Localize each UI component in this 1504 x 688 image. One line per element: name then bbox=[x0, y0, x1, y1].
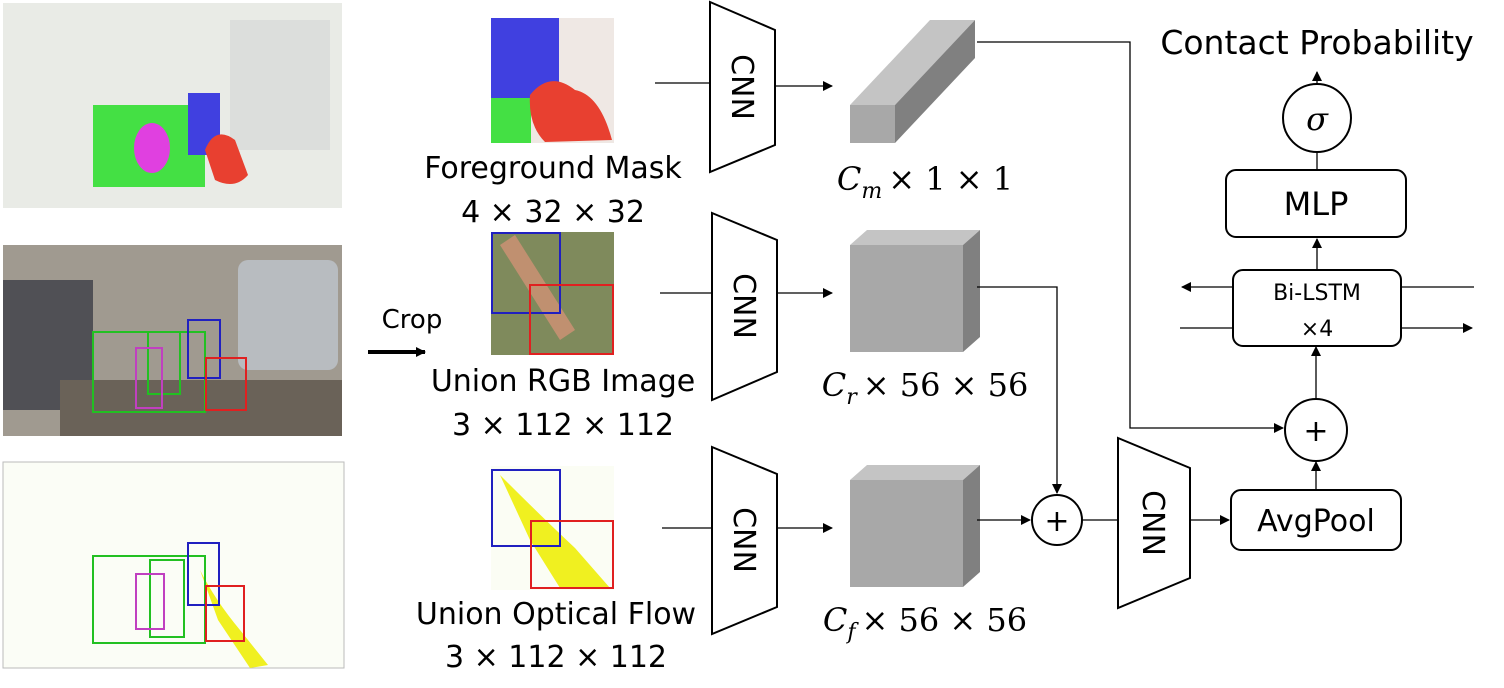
crop-label: Crop bbox=[382, 305, 443, 335]
sigmoid-label: σ bbox=[1306, 100, 1329, 138]
cnn-fusion bbox=[1117, 436, 1191, 610]
mlp-block bbox=[1225, 169, 1407, 238]
mask-feature-shape: Cm× 1 × 1 bbox=[837, 160, 1013, 204]
cnn-mask: CNN bbox=[655, 0, 833, 174]
bilstm-label: Bi-LSTM bbox=[1273, 281, 1361, 306]
rgb-label: Union RGB Image bbox=[431, 364, 695, 399]
svg-text:CNN: CNN bbox=[724, 54, 759, 120]
feature-rgb-cuboid bbox=[850, 230, 980, 352]
flow-feature-shape: Cf× 56 × 56 bbox=[823, 601, 1027, 645]
output-title: Contact Probability bbox=[1160, 23, 1473, 62]
mask-skip-arrow bbox=[977, 41, 1284, 433]
rgb-to-sum-arrow bbox=[977, 286, 1062, 494]
sum-node-2-label: + bbox=[1303, 414, 1328, 449]
svg-text:CNN: CNN bbox=[726, 273, 761, 339]
frame-rgb bbox=[3, 245, 342, 436]
avgpool-label: AvgPool bbox=[1257, 504, 1375, 539]
frame-flow bbox=[2, 461, 345, 669]
sum-node-1-label: + bbox=[1044, 504, 1069, 539]
flow-shape: 3 × 112 × 112 bbox=[445, 640, 667, 675]
cnn-rgb: CNN bbox=[660, 211, 833, 402]
svg-text:CNN: CNN bbox=[726, 507, 761, 573]
mask-shape: 4 × 32 × 32 bbox=[461, 195, 645, 230]
crop-flow bbox=[491, 466, 614, 590]
crop-mask bbox=[491, 18, 614, 143]
frame-mask bbox=[3, 3, 342, 208]
rgb-feature-shape: Cr× 56 × 56 bbox=[822, 366, 1029, 410]
crop-rgb bbox=[491, 232, 614, 355]
mask-label: Foreground Mask bbox=[424, 151, 682, 186]
cnn-fusion-label: CNN bbox=[1135, 490, 1170, 556]
feature-flow-cuboid bbox=[850, 465, 980, 587]
feature-mask-cuboid bbox=[850, 20, 975, 143]
mlp-label: MLP bbox=[1284, 185, 1349, 223]
flow-label: Union Optical Flow bbox=[416, 597, 696, 632]
cnn-flow: CNN bbox=[662, 445, 833, 636]
bilstm-repeat-label: ×4 bbox=[1301, 317, 1333, 342]
rgb-shape: 3 × 112 × 112 bbox=[452, 408, 674, 443]
